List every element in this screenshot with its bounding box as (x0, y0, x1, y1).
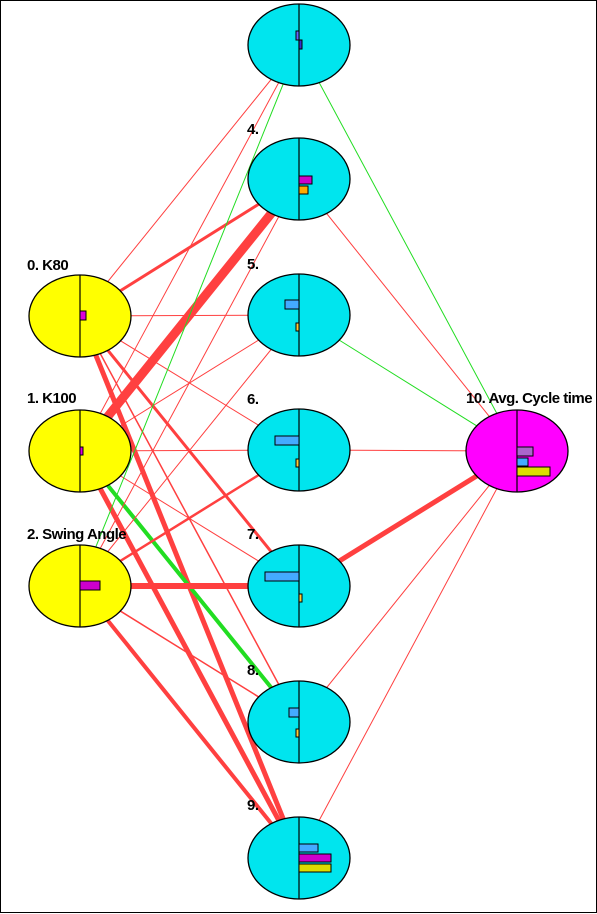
node-3[interactable] (247, 3, 351, 87)
node-10-label: 10. Avg. Cycle time (466, 390, 592, 407)
node-5-bar-0 (284, 299, 300, 310)
node-7[interactable]: 7. (247, 526, 351, 628)
node-7-label: 7. (247, 526, 259, 543)
edge-4-10 (298, 178, 518, 452)
edge-2-3 (79, 44, 300, 587)
node-9-bar-1 (298, 853, 332, 863)
node-8-bar-1 (295, 728, 300, 738)
node-2-label: 2. Swing Angle (27, 526, 126, 543)
node-4[interactable]: 4. (247, 121, 351, 221)
node-layer: 0. K80 1. K100 2. Swing Angle 4. 5. 6. 7. 8. 9. 1… (27, 3, 593, 900)
node-6[interactable]: 6. (247, 391, 351, 492)
node-4-bar-0 (298, 175, 313, 185)
node-5[interactable]: 5. (247, 256, 351, 357)
node-7-bar-1 (298, 593, 303, 603)
node-6-label: 6. (247, 391, 259, 408)
edge-2-4 (79, 178, 300, 587)
node-10[interactable]: 10. Avg. Cycle time (465, 390, 593, 493)
node-1[interactable]: 1. K100 (27, 390, 132, 493)
edge-0-3 (79, 44, 300, 317)
node-8[interactable]: 8. (247, 662, 351, 764)
node-9-label: 9. (247, 797, 259, 814)
node-6-bar-1 (295, 458, 300, 468)
edge-9-10 (298, 450, 518, 859)
node-4-label: 4. (247, 121, 259, 138)
node-3-bar-0 (295, 30, 300, 41)
edge-8-10 (298, 450, 518, 723)
node-9-bar-2 (298, 863, 332, 873)
node-0-label: 0. K80 (27, 257, 68, 274)
edge-2-5 (79, 314, 300, 587)
node-1-bar-0 (79, 446, 84, 456)
node-1-label: 1. K100 (27, 390, 76, 407)
node-3-bar-1 (298, 39, 303, 50)
node-0-bar-0 (79, 310, 87, 321)
edge-2-9 (78, 584, 301, 860)
node-10-bar-2 (516, 466, 551, 477)
node-6-bar-0 (274, 435, 300, 446)
node-0[interactable]: 0. K80 (27, 257, 132, 358)
edge-3-10 (298, 44, 518, 452)
node-4-bar-1 (298, 185, 309, 195)
node-9[interactable]: 9. (247, 797, 351, 900)
node-2-bar-0 (79, 580, 101, 591)
node-8-bar-0 (288, 707, 300, 718)
node-2[interactable]: 2. Swing Angle (27, 526, 132, 628)
node-5-label: 5. (247, 256, 259, 273)
node-5-bar-1 (295, 322, 300, 332)
node-9-bar-0 (298, 843, 319, 853)
node-10-bar-0 (516, 446, 534, 457)
edge-1-3 (79, 44, 300, 452)
node-7-bar-0 (264, 571, 300, 582)
node-10-bar-1 (516, 457, 529, 467)
node-8-label: 8. (247, 662, 259, 679)
